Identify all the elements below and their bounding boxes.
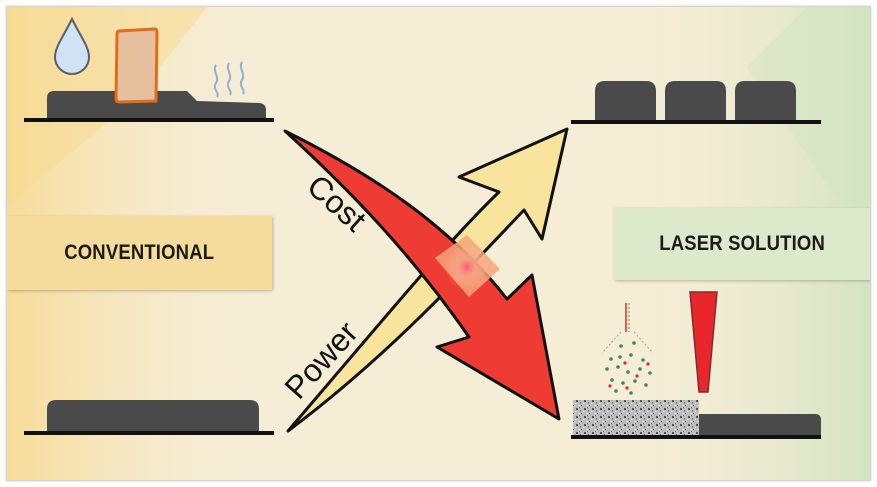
conventional-label-box: CONVENTIONAL: [7, 216, 272, 290]
laser-top-baseline: [571, 120, 821, 124]
laser-part-2: [665, 81, 726, 120]
conventional-top-substrate: [47, 91, 266, 119]
conventional-top-baseline: [24, 118, 274, 122]
laser-part-3: [735, 81, 796, 120]
cost-arrow: [283, 129, 561, 421]
water-drop-icon: [53, 16, 91, 75]
conventional-bottom-scene: [24, 400, 274, 435]
conventional-bottom-substrate: [47, 400, 259, 431]
conventional-slug: [114, 27, 159, 104]
diagram-frame: Cost Power CONVENTIONAL LASER SOLUTION: [6, 6, 871, 481]
laser-part-1: [595, 81, 656, 120]
powder-spray-icon: [601, 303, 654, 395]
conventional-top-scene: [24, 16, 274, 122]
right-corner-tint: [747, 7, 870, 247]
laser-bottom-baseline: [571, 435, 821, 439]
laser-solution-label-box: LASER SOLUTION: [614, 208, 870, 280]
heat-waves-icon: [213, 61, 245, 98]
laser-bottom-substrate: [695, 414, 821, 435]
laser-solution-label: LASER SOLUTION: [659, 232, 825, 255]
conventional-bottom-baseline: [24, 431, 274, 435]
laser-bottom-scene: [571, 291, 821, 439]
overlap-glow: [445, 245, 489, 289]
laser-top-scene: [571, 81, 821, 124]
conventional-label: CONVENTIONAL: [64, 241, 215, 264]
laser-beam-icon: [689, 291, 718, 393]
laser-clad-layer: [573, 400, 699, 435]
